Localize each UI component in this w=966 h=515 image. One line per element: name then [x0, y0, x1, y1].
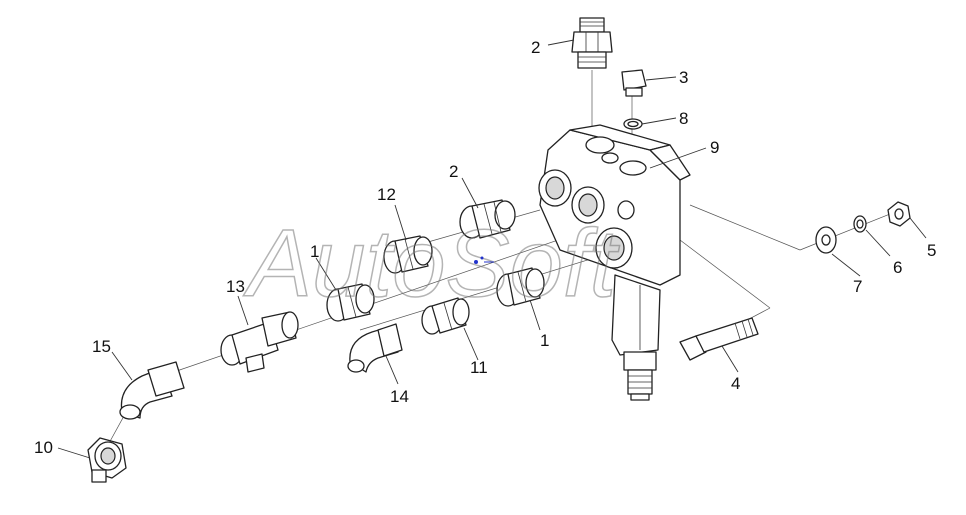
washer-part-7 [815, 226, 837, 254]
callout-1-left: 1 [310, 242, 319, 261]
callout-9: 9 [710, 138, 719, 157]
spring-washer-part-6 [853, 215, 867, 233]
callout-1-right: 1 [540, 331, 549, 350]
callout-labels: 2 3 8 9 2 12 1 13 15 10 14 11 1 4 7 6 5 [34, 38, 936, 457]
callout-7: 7 [853, 277, 862, 296]
callout-13: 13 [226, 277, 245, 296]
elbow-part-14 [347, 323, 403, 373]
watermark-center-mark [474, 256, 494, 264]
callout-11: 11 [470, 358, 488, 377]
callout-6: 6 [893, 258, 902, 277]
fitting-part-13 [220, 311, 299, 373]
callout-12: 12 [377, 185, 396, 204]
callout-15: 15 [92, 337, 111, 356]
fitting-part-1-right [496, 267, 545, 307]
callout-10: 10 [34, 438, 53, 457]
callout-14: 14 [390, 387, 409, 406]
elbow-part-15 [119, 361, 185, 420]
hex-nut-part-5 [887, 201, 911, 227]
fitting-part-2-top [571, 17, 613, 69]
bolt-part-4 [679, 317, 759, 361]
seal-ring-part-8 [623, 118, 643, 130]
fitting-part-12 [383, 235, 433, 274]
callout-2-top: 2 [531, 38, 540, 57]
callout-5: 5 [927, 241, 936, 260]
fitting-part-2-middle [459, 199, 516, 239]
fitting-part-11 [421, 297, 470, 335]
callout-3: 3 [679, 68, 688, 87]
nut-part-10 [87, 437, 127, 483]
callout-4: 4 [731, 374, 740, 393]
fitting-part-1-left [326, 283, 375, 322]
valve-block-part-9 [538, 124, 691, 401]
callout-2-middle: 2 [449, 162, 458, 181]
callout-8: 8 [679, 109, 688, 128]
leader-lines [57, 39, 927, 459]
plug-part-3 [621, 69, 647, 97]
watermark: AutoSoft [243, 210, 620, 317]
